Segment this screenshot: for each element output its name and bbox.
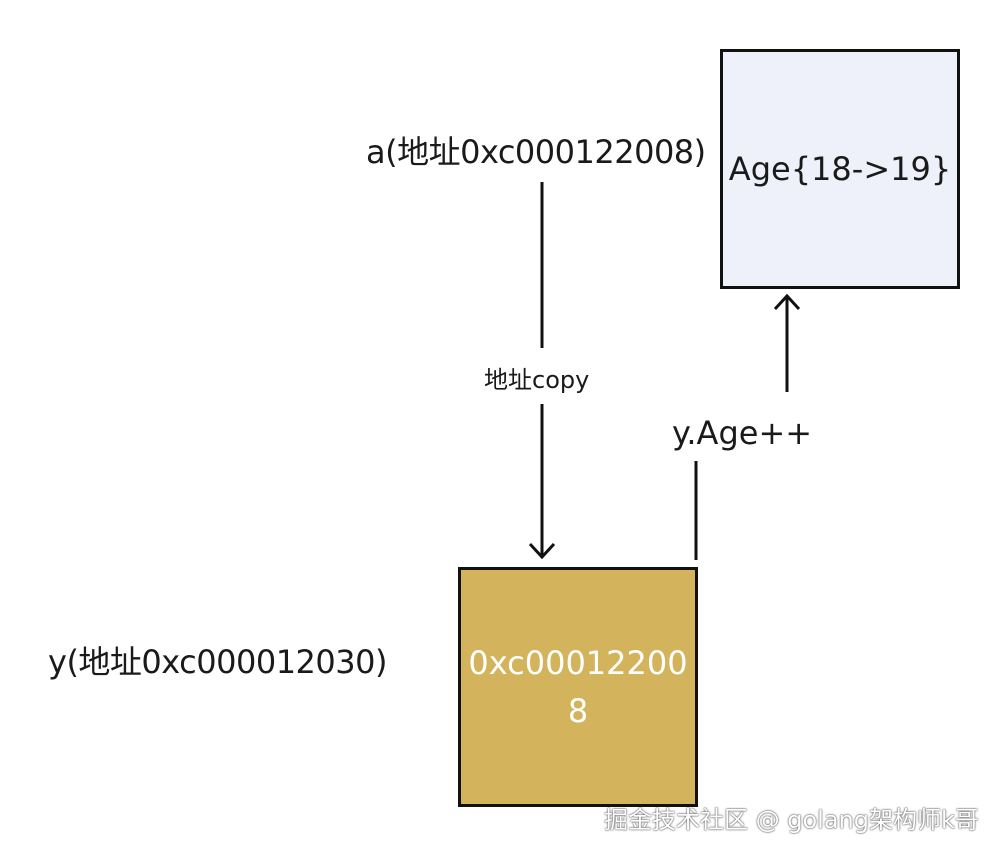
variable-y-label: y(地址0xc000012030)	[48, 643, 387, 681]
watermark: 掘金技术社区 @ golang架构师k哥	[604, 806, 979, 834]
pointer-value-box: 0xc000122008	[458, 567, 698, 807]
copy-arrow-head	[528, 542, 556, 560]
y-age-increment-label: y.Age++	[672, 414, 813, 452]
address-copy-label: 地址copy	[484, 366, 590, 394]
increment-arrow-head	[773, 293, 801, 311]
pointer-value-text: 0xc000122008	[468, 644, 688, 730]
age-struct-box: Age{18->19}	[720, 49, 960, 289]
variable-a-label: a(地址0xc000122008)	[366, 133, 706, 171]
age-struct-text: Age{18->19}	[728, 150, 952, 188]
